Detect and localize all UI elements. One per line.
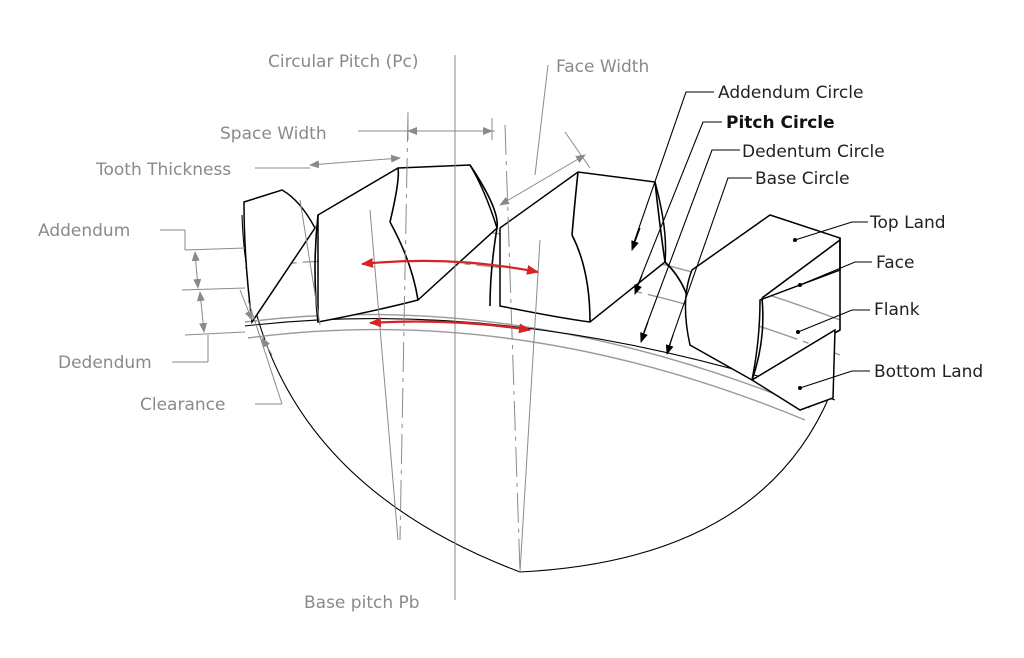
gear-teeth	[243, 164, 841, 411]
label-space-width: Space Width	[220, 124, 327, 144]
tooth-5	[750, 328, 836, 411]
label-flank: Flank	[874, 300, 920, 320]
gear-body	[241, 214, 831, 573]
label-face: Face	[876, 253, 914, 273]
label-bottom-land: Bottom Land	[874, 362, 983, 382]
red-arrows	[361, 257, 539, 334]
label-dedendum: Dedendum	[58, 353, 152, 373]
label-dedendum-circle: Dedentum Circle	[742, 142, 885, 162]
label-top-land: Top Land	[869, 213, 946, 233]
tooth-2	[314, 164, 499, 323]
base-circle-arc	[247, 328, 806, 421]
label-clearance: Clearance	[140, 395, 225, 415]
base-pitch-arrow	[369, 317, 531, 334]
tooth-3	[499, 171, 696, 331]
circular-pitch-arrow	[361, 257, 539, 275]
label-face-width: Face Width	[556, 57, 649, 77]
label-base-circle: Base Circle	[755, 169, 850, 189]
dark-leaders	[631, 91, 872, 390]
tooth-1	[243, 189, 316, 325]
dimension-arrows	[160, 55, 591, 600]
label-pitch-circle: Pitch Circle	[726, 113, 835, 133]
label-addendum: Addendum	[38, 221, 130, 241]
label-addendum-circle: Addendum Circle	[718, 83, 863, 103]
label-circular-pitch: Circular Pitch (Pc)	[268, 52, 419, 72]
label-tooth-thickness: Tooth Thickness	[95, 160, 231, 180]
label-base-pitch: Base pitch Pb	[304, 593, 420, 613]
labels: Circular Pitch (Pc) Face Width Addendum …	[38, 52, 983, 613]
